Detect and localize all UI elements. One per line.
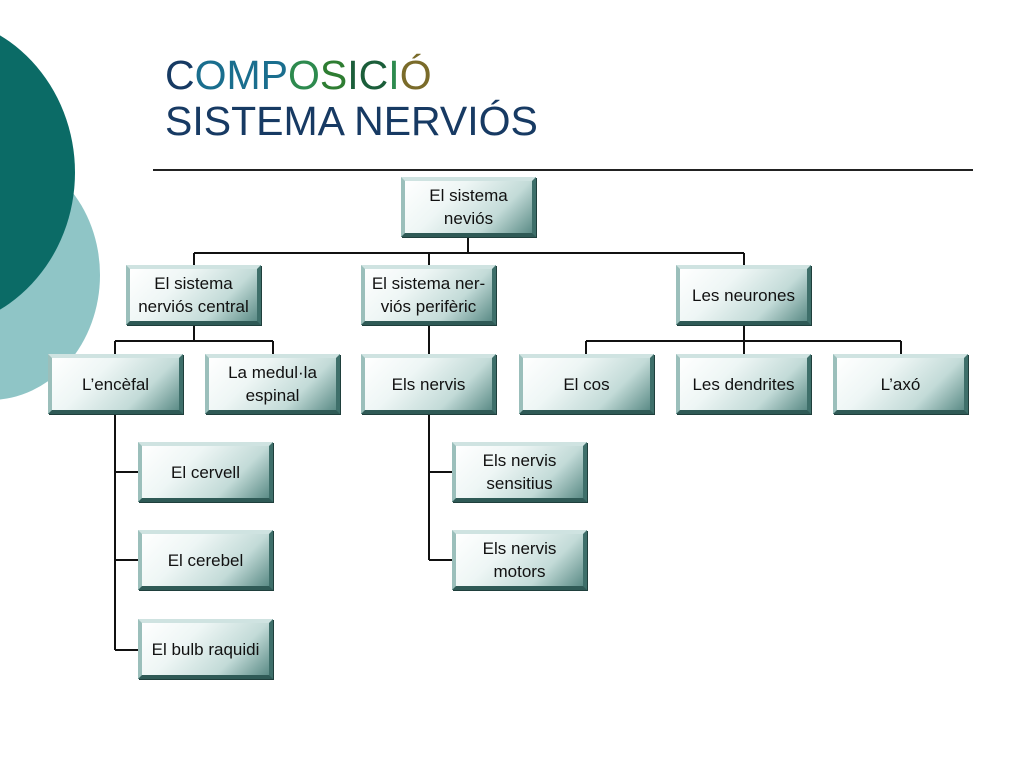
- title-segment: Ó: [399, 52, 432, 98]
- node-sistema-nervios-periferic: El sistema ner-viós perifèric: [361, 265, 496, 325]
- title-segment: I: [388, 52, 400, 98]
- title-line-2: SISTEMA NERVIÓS: [165, 98, 538, 144]
- title-segment: C: [165, 52, 195, 98]
- node-axo: L’axó: [833, 354, 968, 414]
- title-segment: IC: [347, 52, 389, 98]
- node-cerebel: El cerebel: [138, 530, 273, 590]
- node-cervell: El cervell: [138, 442, 273, 502]
- title-segment: O: [288, 52, 320, 98]
- node-encefal: L’encèfal: [48, 354, 183, 414]
- node-sistema-nervios: El sistema neviós: [401, 177, 536, 237]
- slide-title: COMPOSICIÓ SISTEMA NERVIÓS: [165, 52, 538, 144]
- node-neurones: Les neurones: [676, 265, 811, 325]
- title-segment: S: [319, 52, 348, 98]
- node-nervis-motors: Els nervis motors: [452, 530, 587, 590]
- title-segment: OMP: [194, 52, 289, 98]
- node-sistema-nervios-central: El sistema nerviós central: [126, 265, 261, 325]
- node-nervis: Els nervis: [361, 354, 496, 414]
- title-line-1: COMPOSICIÓ: [165, 52, 432, 98]
- node-bulb-raquidi: El bulb raquidi: [138, 619, 273, 679]
- node-dendrites: Les dendrites: [676, 354, 811, 414]
- title-underline: [153, 169, 973, 171]
- node-cos: El cos: [519, 354, 654, 414]
- node-nervis-sensitius: Els nervis sensitius: [452, 442, 587, 502]
- node-medulla-espinal: La medul·la espinal: [205, 354, 340, 414]
